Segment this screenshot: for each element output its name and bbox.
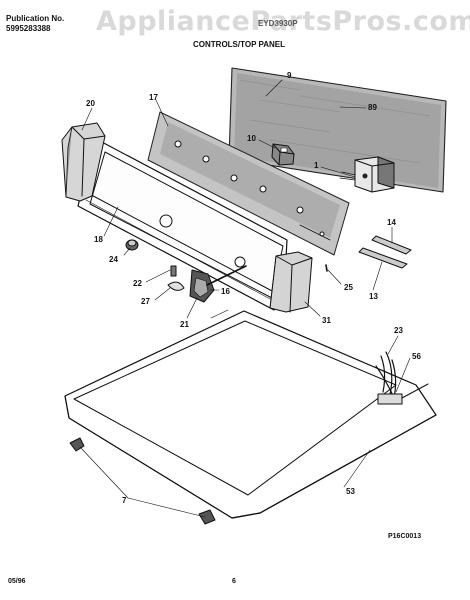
callout-10: 10 xyxy=(247,134,256,143)
bracket-13 xyxy=(358,247,408,269)
timer-module xyxy=(339,156,395,193)
callout-17: 17 xyxy=(149,93,158,102)
clip-7-lower xyxy=(198,509,216,525)
left-end-cap xyxy=(61,122,106,202)
callout-9: 9 xyxy=(287,71,292,80)
callout-56: 56 xyxy=(412,352,421,361)
figure-code: P16C0013 xyxy=(388,533,422,540)
bracket-14 xyxy=(371,235,412,255)
section-title: CONTROLS/TOP PANEL xyxy=(193,40,286,49)
knob-24 xyxy=(125,239,139,251)
callout-22: 22 xyxy=(133,279,142,288)
callout-20: 20 xyxy=(86,99,95,108)
publication-number: 5995283388 xyxy=(6,24,51,33)
control-panel-plate xyxy=(147,111,350,256)
callout-14: 14 xyxy=(387,218,396,227)
timer-shaft xyxy=(206,265,247,286)
publication-date: 05/96 xyxy=(8,578,26,585)
console-opening-right xyxy=(234,256,246,268)
callout-7: 7 xyxy=(122,496,127,505)
leader-lines xyxy=(79,79,411,518)
callout-25: 25 xyxy=(344,283,353,292)
callout-24: 24 xyxy=(109,255,118,264)
wire-harness xyxy=(375,351,429,405)
console-opening-left xyxy=(159,214,173,228)
timer-knob-21 xyxy=(189,269,215,303)
callout-16: 16 xyxy=(221,287,230,296)
callout-31: 31 xyxy=(322,316,331,325)
control-knob-10 xyxy=(271,143,295,166)
callout-23: 23 xyxy=(394,326,403,335)
callout-53: 53 xyxy=(346,487,355,496)
watermark-text: AppliancePartsPros.com xyxy=(96,6,470,37)
light-27 xyxy=(167,281,185,291)
model-number: EYD3930P xyxy=(258,19,298,28)
clip-22 xyxy=(170,265,177,277)
callout-27: 27 xyxy=(141,297,150,306)
callout-1: 1 xyxy=(314,161,319,170)
callout-21: 21 xyxy=(180,320,189,329)
right-end-cap xyxy=(269,251,313,313)
callout-13: 13 xyxy=(369,292,378,301)
callout-89: 89 xyxy=(368,103,377,112)
callout-labels: 9 89 20 17 10 1 14 18 24 22 27 16 25 13 … xyxy=(86,71,421,505)
callout-18: 18 xyxy=(94,235,103,244)
publication-label: Publication No. xyxy=(6,14,65,23)
page-number: 6 xyxy=(232,578,236,585)
top-panel xyxy=(64,309,437,519)
screw-25 xyxy=(325,264,328,272)
